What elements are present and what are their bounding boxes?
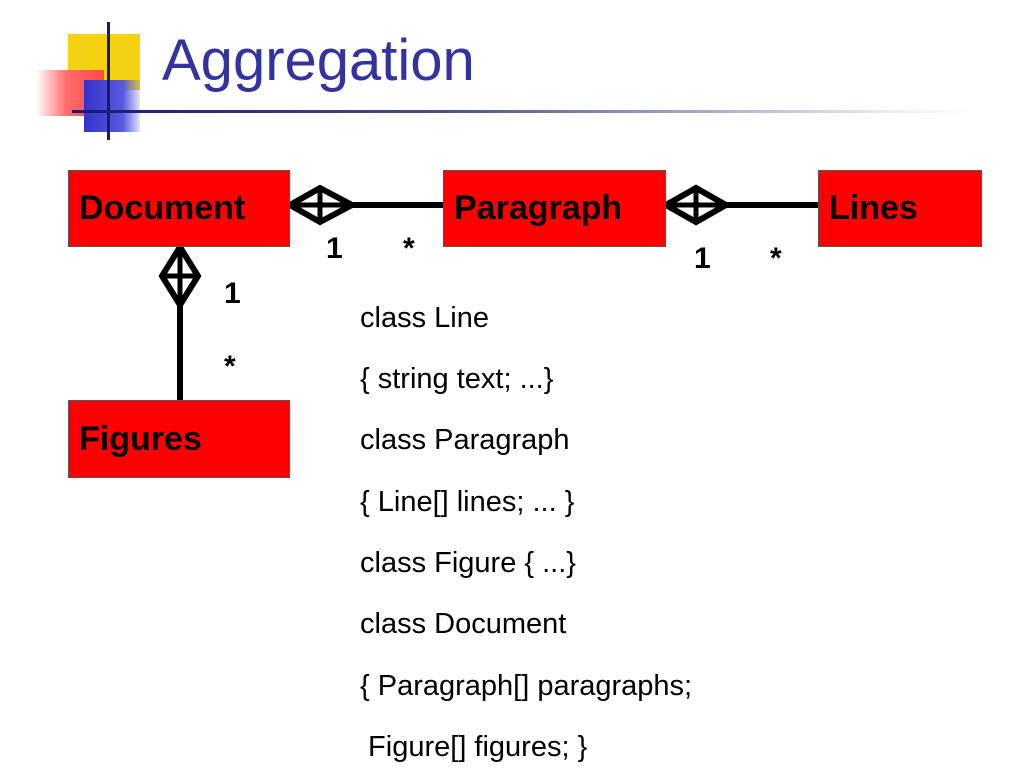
class-label-paragraph: Paragraph — [454, 189, 623, 227]
class-label-figures: Figures — [79, 419, 202, 458]
class-label-document: Document — [79, 189, 246, 227]
multiplicity-para-lines-many: * — [770, 242, 782, 275]
class-box-paragraph: Paragraph — [443, 170, 666, 247]
code-line: class Document — [360, 608, 567, 640]
multiplicity-doc-para-one: 1 — [326, 232, 343, 265]
slide-title: Aggregation — [162, 28, 475, 93]
multiplicity-doc-fig-many: * — [224, 350, 236, 383]
code-line: { Line[] lines; ... } — [360, 486, 575, 518]
class-box-document: Document — [68, 170, 290, 247]
title-underline — [72, 110, 972, 113]
code-line: class Figure { ...} — [360, 547, 576, 579]
class-box-lines: Lines — [818, 170, 982, 247]
code-line: { Paragraph[] paragraphs; — [360, 670, 693, 702]
multiplicity-doc-para-many: * — [403, 232, 415, 265]
multiplicity-doc-fig-one: 1 — [224, 277, 241, 310]
class-box-figures: Figures — [68, 400, 290, 478]
code-line: Figure[] figures; } — [360, 731, 588, 763]
logo-vertical-line — [107, 22, 110, 140]
code-line: class Line — [360, 302, 489, 334]
code-line: { string text; ...} — [360, 363, 554, 395]
code-line: class Paragraph — [360, 424, 570, 456]
multiplicity-para-lines-one: 1 — [694, 242, 711, 275]
logo-blue-square — [84, 80, 140, 132]
class-label-lines: Lines — [829, 189, 918, 227]
